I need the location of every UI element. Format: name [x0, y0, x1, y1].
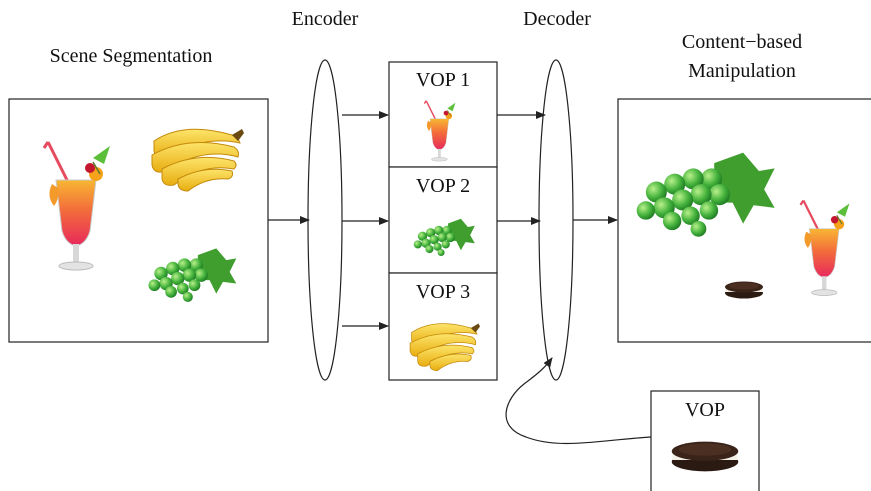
external-vop-box	[650, 390, 760, 491]
content-based-heading-line2: Manipulation	[688, 60, 796, 82]
vop3-label: VOP 3	[416, 281, 470, 303]
external-vop-label: VOP	[685, 399, 725, 421]
scene-segmentation-heading: Scene Segmentation	[50, 45, 213, 67]
encoder-ellipse	[307, 59, 343, 381]
content-based-heading-line1: Content−based	[682, 31, 802, 53]
decoder-heading: Decoder	[523, 8, 591, 30]
decoder-ellipse	[538, 59, 574, 381]
encoder-heading: Encoder	[292, 8, 359, 30]
arrow-external-vop-to-decoder	[505, 357, 652, 445]
external-vop-cookie-image	[671, 441, 739, 472]
vop1-label: VOP 1	[416, 69, 470, 91]
manipulation-cookie-image	[725, 281, 763, 299]
vop2-label: VOP 2	[416, 175, 470, 197]
